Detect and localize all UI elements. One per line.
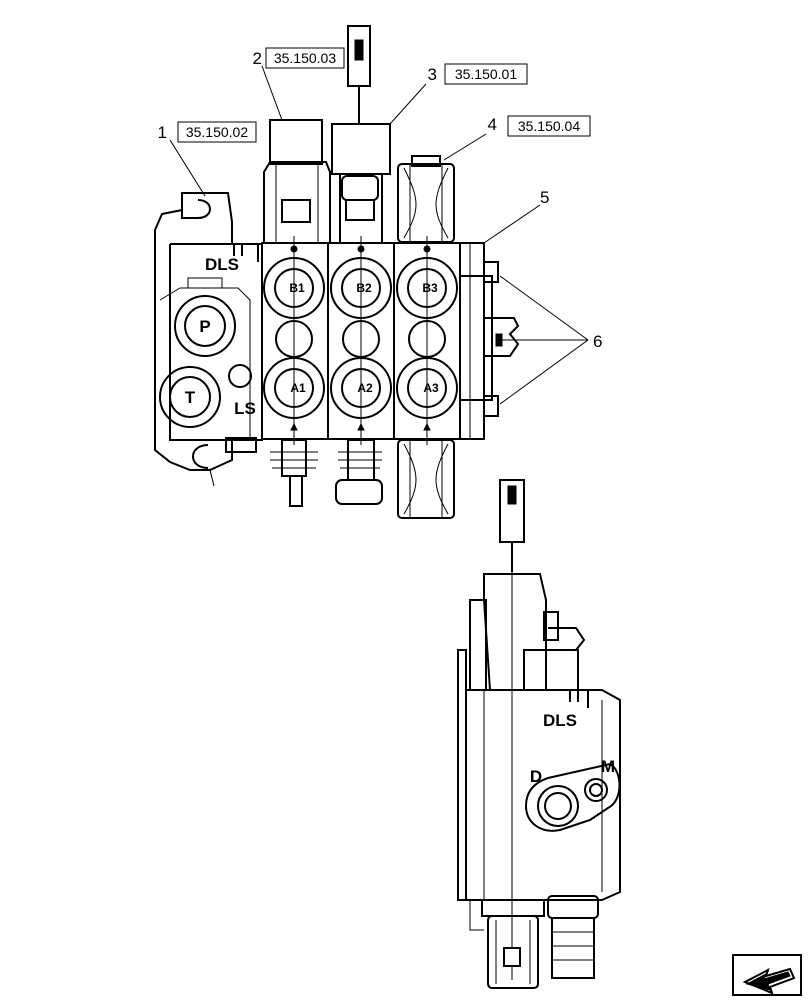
port-dls-label: DLS [205,255,239,274]
port-ls-label: LS [234,399,256,418]
callout-1-number: 1 [158,123,167,142]
callout-4-number: 4 [488,115,497,134]
callout-5-number: 5 [540,188,549,207]
callout-6-number: 6 [593,332,602,351]
port-b2: B2 [330,257,392,319]
callout-5: 5 [483,188,549,244]
side-view-valve: DLS D M [457,479,621,989]
port-a2: A2 [330,357,392,419]
callout-3: 3 35.150.01 [389,63,528,125]
callout-2-number: 2 [253,49,262,68]
spool-ends-bottom [270,439,383,507]
callout-4: 4 35.150.04 [443,115,591,161]
callout-4-ref: 35.150.04 [518,118,580,134]
callout-2-ref: 35.150.03 [274,50,336,66]
callout-3-number: 3 [428,65,437,84]
port-a3-label: A3 [423,381,439,395]
port-a1-label: A1 [290,381,306,395]
port-a1: A1 [263,357,325,419]
port-a2-label: A2 [357,381,373,395]
front-view-valve: P T LS DLS [154,25,520,519]
port-t: T [159,366,221,428]
port-b1-label: B1 [289,281,305,295]
port-t-label: T [185,388,196,407]
port-p: P [174,295,236,357]
solenoid-bottom [397,439,455,519]
side-port-m-label: M [601,757,615,776]
port-b3-label: B3 [422,281,438,295]
side-port-dls-label: DLS [543,711,577,730]
port-b2-label: B2 [356,281,372,295]
side-port-d-label: D [530,767,542,786]
callout-1: 1 35.150.02 [158,121,257,197]
port-b3: B3 [396,257,458,319]
port-b1: B1 [263,257,325,319]
solenoid-top [397,155,455,243]
callout-1-ref: 35.150.02 [186,124,248,140]
next-page-arrow-icon[interactable] [732,954,802,996]
port-ls: LS [228,364,256,418]
port-a3: A3 [396,357,458,419]
callout-2: 2 35.150.03 [253,47,345,121]
callout-6: 6 [499,275,602,405]
port-p-label: P [199,317,210,336]
callout-3-ref: 35.150.01 [455,66,517,82]
